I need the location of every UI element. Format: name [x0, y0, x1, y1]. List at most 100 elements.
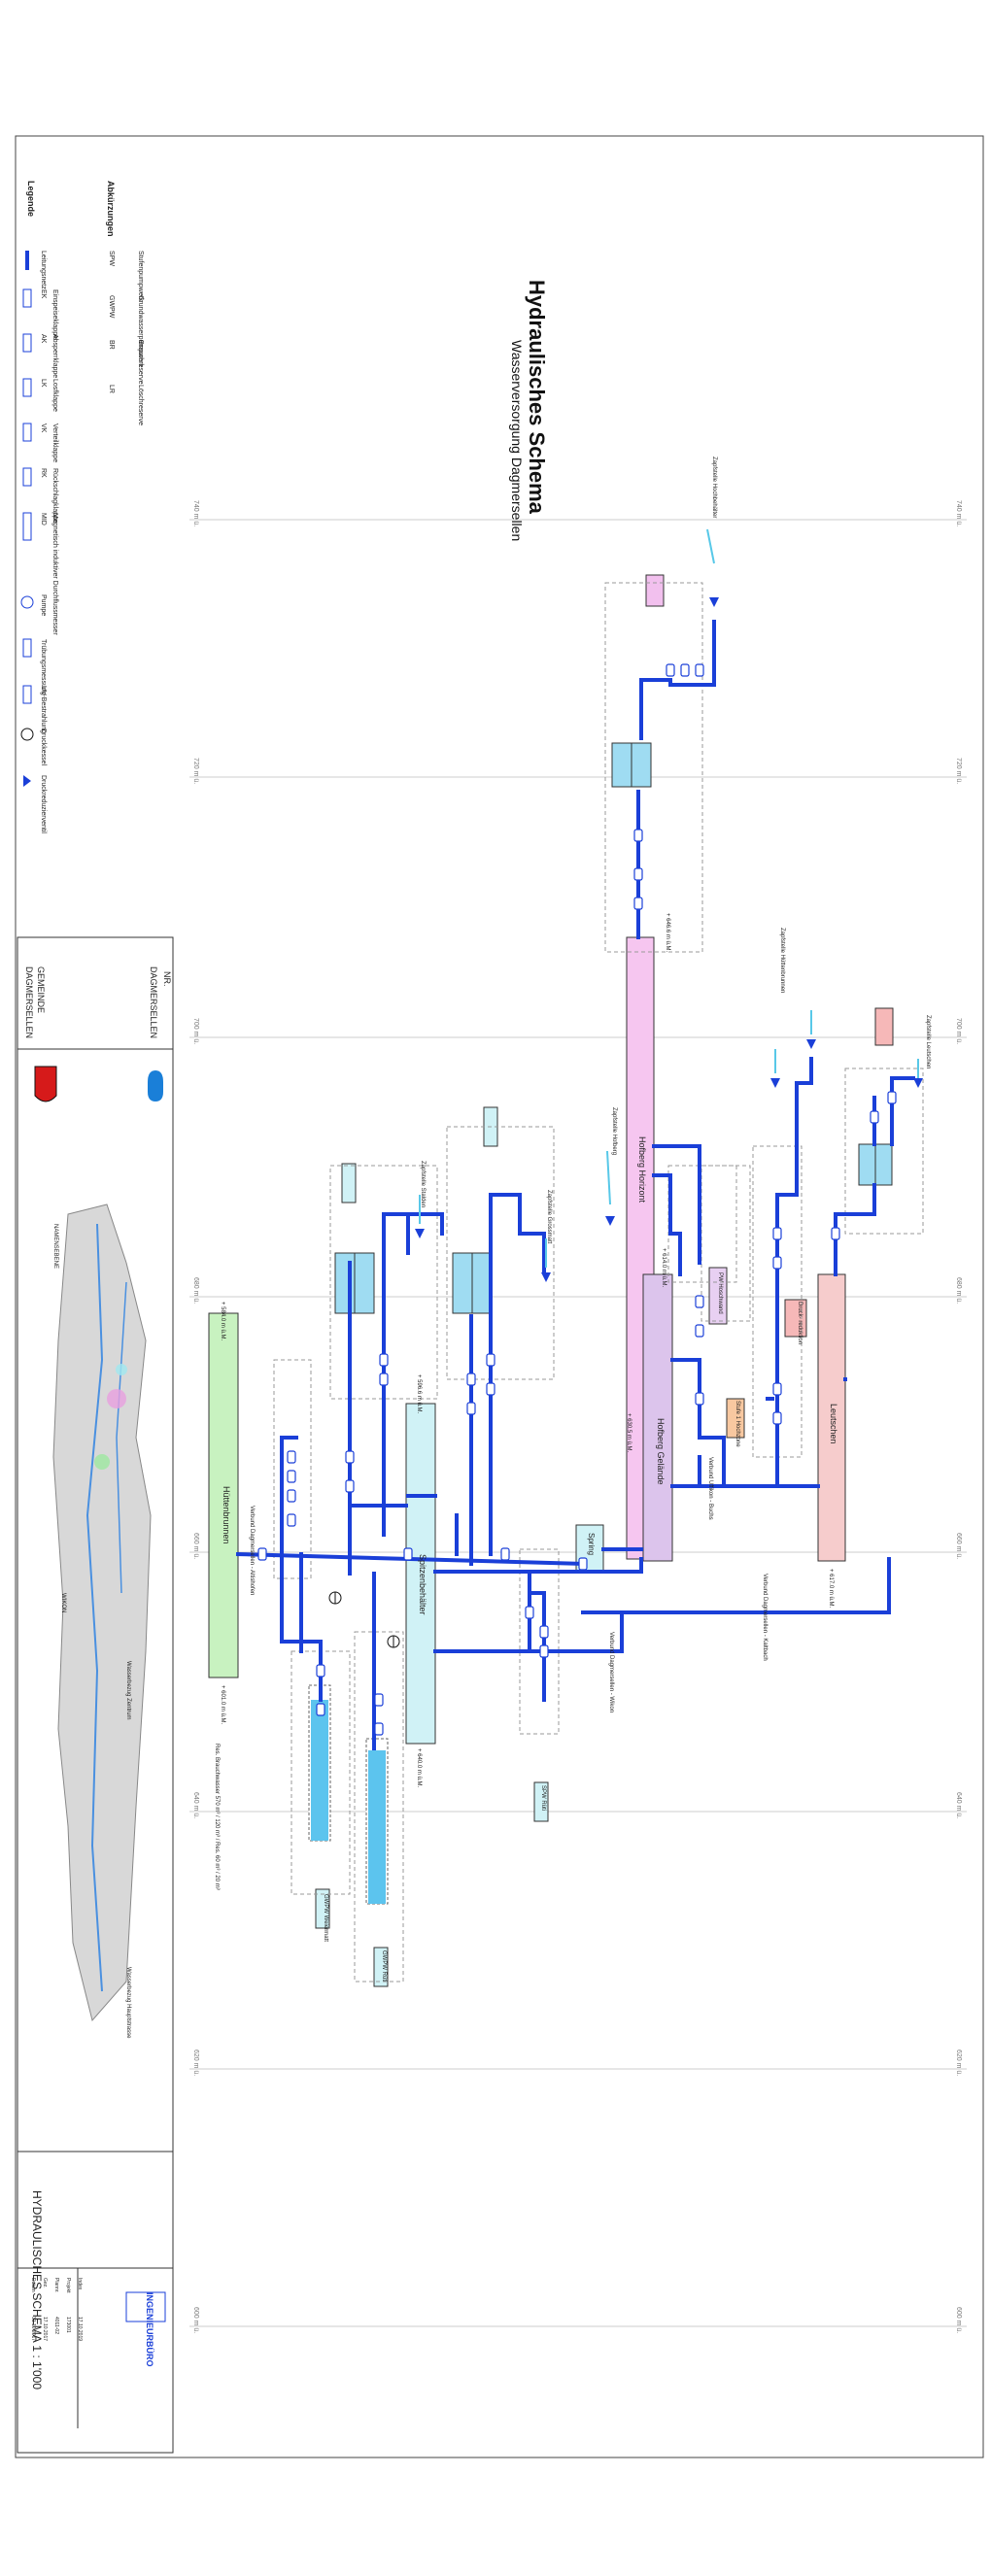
rev-value: 31.10.2017 — [30, 2317, 36, 2342]
note-verbund-3: Verbund Dagmersellen - Kaltbach — [762, 1574, 768, 1661]
valve — [695, 1295, 704, 1308]
legend-code: EK — [40, 289, 47, 299]
valve — [374, 1693, 384, 1707]
rev-value: 173001 — [65, 2317, 71, 2333]
box-small-1 — [341, 1163, 357, 1203]
valve — [345, 1479, 355, 1493]
valve — [831, 1227, 840, 1240]
ref-level-label: 600 m ü. — [192, 2307, 199, 2334]
valve — [680, 663, 690, 677]
abbr-label: Löschreserve — [137, 385, 144, 426]
label-well-right: GWPW Rüti — [381, 1950, 387, 1983]
abbr-code: LR — [108, 385, 115, 393]
map-label-3: Wasserbezug Zentrum — [125, 1661, 131, 1720]
elev-8: + 617.0 m ü.M. — [828, 1569, 834, 1609]
ref-level-label: 700 m ü. — [955, 1018, 962, 1045]
legend-label: Verteilklappe — [51, 424, 58, 463]
legend-label: Losfklappe — [51, 379, 58, 412]
abbr-heading: Abkürzungen — [106, 181, 116, 237]
label-box-small: Spring — [587, 1533, 596, 1556]
diagram-subtitle: Wasserversorgung Dagmersellen — [509, 340, 525, 542]
rev-value: 4011-02 — [53, 2317, 59, 2334]
elev-5: + 646.6 m ü.M. — [665, 913, 670, 953]
valve — [466, 1373, 476, 1386]
legend-label: Pumpe — [40, 594, 47, 617]
elev-3: + 596.6 m ü.M. — [416, 1374, 422, 1414]
crest-icon — [34, 1066, 57, 1102]
rev-key: Gez. — [42, 2278, 48, 2288]
valve — [316, 1703, 325, 1716]
valve — [633, 829, 643, 842]
ref-level-label: 620 m ü. — [192, 2050, 199, 2077]
valve — [379, 1353, 389, 1367]
legend-heading: Legende — [26, 181, 36, 218]
rev-value: 17.10.2017 — [42, 2317, 48, 2342]
box-stufe-hochzone — [726, 1398, 745, 1439]
box-reduction — [784, 1299, 807, 1338]
pipe-network — [235, 620, 915, 1750]
elev-1: + 584.0 m ü.M. — [220, 1302, 225, 1341]
nr-value: DAGMERSELLEN — [149, 966, 158, 1039]
ref-level-label: 680 m ü. — [192, 1277, 199, 1305]
label-small-unit: SPW Rüti — [540, 1785, 546, 1812]
legend-symbols — [20, 251, 34, 787]
company-name: INGENIEURBÜRO — [145, 2292, 154, 2367]
zapf-3: Zapfstelle Grossmatt — [546, 1190, 552, 1244]
tank-huettenbrunnen — [208, 1312, 239, 1678]
map-label-2: WIKON — [60, 1593, 66, 1613]
valve — [666, 663, 675, 677]
label-box-pink-small: Druck- reduktion — [797, 1302, 803, 1345]
legend-label: Einspeiseklappe — [51, 289, 58, 339]
valve — [403, 1547, 413, 1561]
box-top-pink — [645, 574, 665, 607]
label-box-orange: Stufe 1 Hochzone — [735, 1401, 740, 1447]
valve — [633, 897, 643, 910]
ref-level-label: 660 m ü. — [192, 1533, 199, 1560]
valve — [287, 1470, 296, 1483]
abbr-label: Brauchreserve — [137, 340, 144, 385]
valve — [772, 1382, 782, 1396]
valve — [539, 1644, 549, 1658]
rev-key: Index — [77, 2278, 83, 2290]
tank-spitzenbehaelter — [405, 1403, 436, 1745]
valve — [578, 1557, 588, 1571]
hydrant-symbols — [415, 597, 923, 1282]
label-tank-red: Leutschen — [829, 1404, 838, 1444]
note-reserve: Res. Brauchwasser 570 m³ / 120 m³ / Res.… — [214, 1744, 220, 1890]
box-right-pink — [874, 1007, 894, 1046]
label-tank-left: Hüttenbrunnen — [222, 1486, 231, 1544]
reservoir-chambers — [334, 742, 893, 1314]
spray-indicators — [419, 528, 919, 1268]
valve — [887, 1091, 897, 1104]
ref-level-label: 740 m ü. — [955, 500, 962, 527]
box-spring — [575, 1524, 604, 1573]
diagram-title: Hydraulisches Schema — [525, 280, 549, 514]
valve — [287, 1450, 296, 1464]
gemeinde-value: DAGMERSELLEN — [24, 966, 34, 1039]
valve — [486, 1353, 496, 1367]
nr-label: NR. — [162, 971, 172, 987]
valve — [379, 1373, 389, 1386]
info-panel-frame — [17, 936, 174, 2454]
tank-leutschen — [817, 1273, 846, 1562]
abbr-code: SPW — [108, 251, 115, 266]
zapf-1: Zapfstelle Hochbehälter — [711, 457, 717, 519]
valve-group — [257, 663, 897, 1736]
box-small-5 — [373, 1947, 389, 1987]
elev-2: + 601.0 m ü.M. — [220, 1685, 225, 1725]
valve — [695, 1324, 704, 1338]
company-logo — [125, 2291, 166, 2322]
abbr-code: GWPW — [108, 295, 115, 319]
label-tank-pink: Hofberg Horizont — [637, 1136, 647, 1203]
valve — [287, 1513, 296, 1527]
ref-level-label: 720 m ü. — [192, 758, 199, 785]
ref-level-label: 600 m ü. — [955, 2307, 962, 2334]
valve — [772, 1256, 782, 1270]
ref-level-label: 680 m ü. — [955, 1277, 962, 1305]
note-verbund-4: Verbund Uffikon - Buchs — [707, 1457, 713, 1520]
valve — [345, 1450, 355, 1464]
valve — [500, 1547, 510, 1561]
box-small-3 — [533, 1781, 549, 1822]
zapf-4: Zapfstelle Hofberg — [611, 1107, 617, 1156]
ref-level-label: 740 m ü. — [192, 500, 199, 527]
